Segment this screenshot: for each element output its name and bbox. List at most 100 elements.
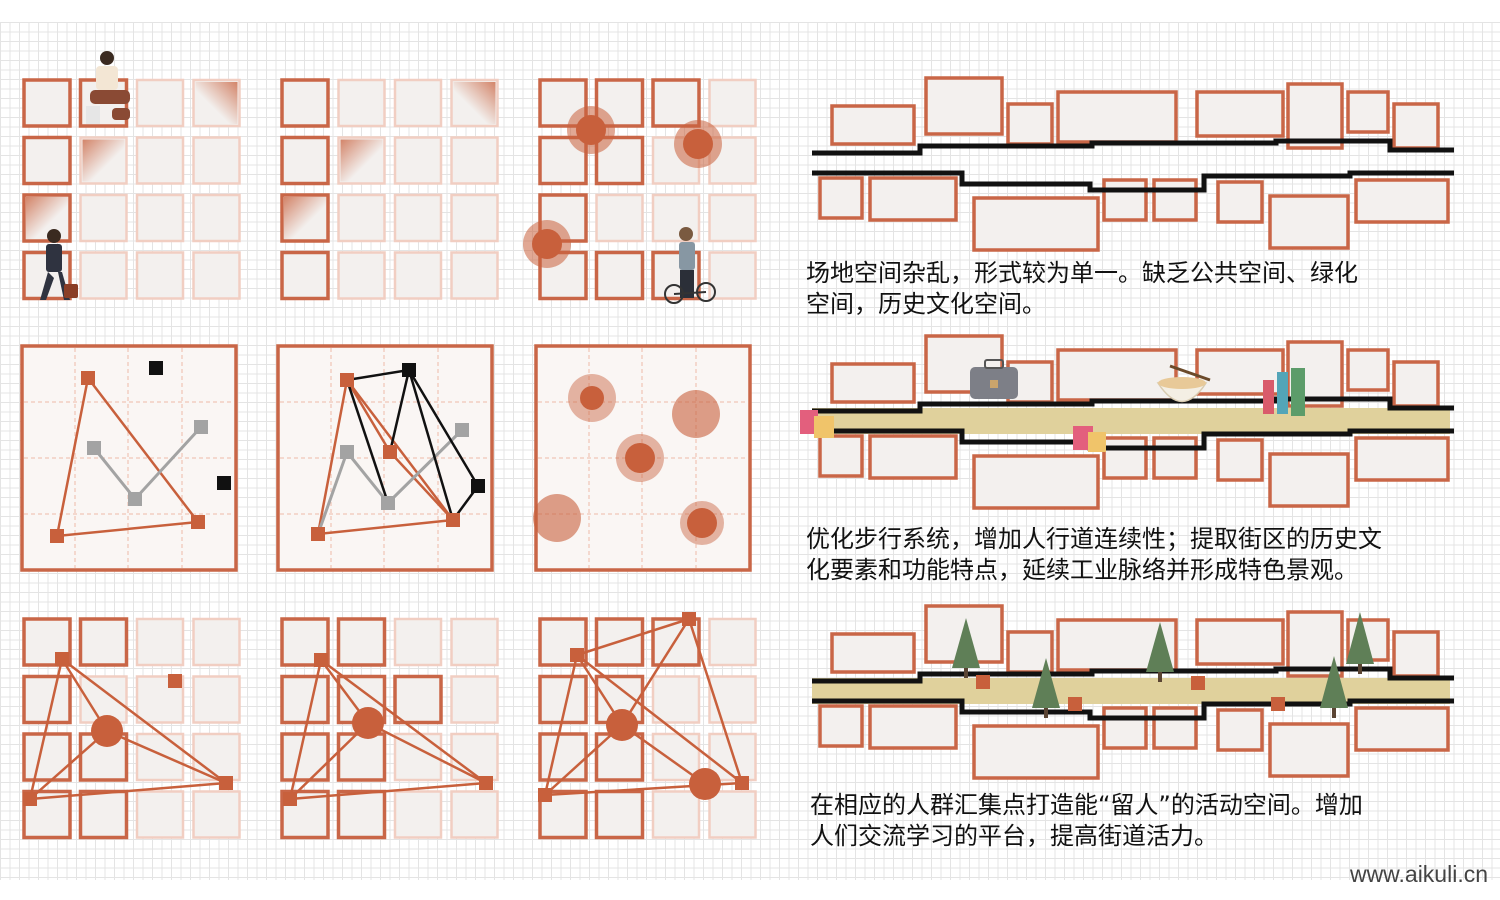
block-grid-panel <box>280 78 499 301</box>
connection-panel-3 <box>538 612 749 802</box>
activity-node <box>576 115 606 145</box>
city-block <box>450 251 499 300</box>
city-block <box>22 674 72 725</box>
building-block <box>924 76 1004 136</box>
building-block <box>1102 436 1148 480</box>
building-block <box>830 362 916 404</box>
city-block <box>708 675 757 724</box>
street-edge-north <box>812 138 1454 156</box>
person-with-bicycle-icon <box>664 227 716 304</box>
block-grid-panel <box>523 78 757 301</box>
city-block <box>337 78 386 128</box>
connection-panel-2 <box>283 653 493 806</box>
city-block <box>135 790 185 839</box>
street-edge-north <box>812 666 1454 684</box>
city-block <box>651 78 701 128</box>
city-block <box>336 789 387 840</box>
city-block <box>79 193 128 243</box>
city-block <box>135 78 185 128</box>
street-edge-south <box>812 170 1454 193</box>
building-block <box>1056 348 1178 402</box>
city-block <box>280 78 330 128</box>
city-block <box>79 251 128 300</box>
building-block <box>1195 90 1285 138</box>
city-block <box>280 250 330 301</box>
building-block <box>1152 706 1198 750</box>
city-block <box>135 617 185 667</box>
city-block <box>708 790 757 839</box>
city-block <box>708 617 757 667</box>
city-block <box>135 193 185 243</box>
building-block <box>1286 82 1344 150</box>
city-block <box>78 789 129 840</box>
shaded-block <box>195 82 238 124</box>
street-plans <box>812 76 1454 780</box>
building-block <box>1354 178 1450 224</box>
noodle-bowl-icon <box>1156 364 1211 403</box>
city-block <box>708 193 757 243</box>
building-block <box>1216 708 1264 752</box>
shaded-block <box>26 197 68 239</box>
building-block <box>868 704 958 750</box>
building-block <box>1268 722 1350 778</box>
building-block <box>1216 438 1264 482</box>
building-block <box>1346 90 1390 134</box>
building-block <box>1354 436 1450 482</box>
building-block <box>1392 102 1440 150</box>
city-block <box>594 250 645 301</box>
network-panel-1 <box>50 361 231 543</box>
city-block <box>22 78 72 128</box>
pine-tree-icon <box>952 612 1374 718</box>
building-block <box>1102 706 1148 750</box>
street-plan-2 <box>812 334 1454 510</box>
city-block <box>280 732 330 782</box>
building-block <box>818 176 864 220</box>
building-block <box>830 104 916 146</box>
city-block <box>393 251 443 300</box>
building-block <box>1268 452 1350 508</box>
building-block <box>868 176 958 222</box>
building-block <box>1392 630 1440 678</box>
city-block <box>450 790 499 839</box>
building-block <box>972 724 1100 780</box>
street-plan-1 <box>812 76 1454 252</box>
building-block <box>1268 194 1350 250</box>
building-block <box>818 704 864 748</box>
watermark: www.aikuli.cn <box>1349 861 1488 887</box>
shaded-block <box>82 139 125 182</box>
city-block <box>393 78 443 128</box>
network-panel-2 <box>311 363 485 541</box>
block-grid-panel <box>280 617 499 840</box>
building-block <box>1195 618 1285 666</box>
city-block <box>280 674 330 725</box>
building-block <box>1006 102 1054 146</box>
city-block <box>78 617 129 667</box>
building-block <box>1152 178 1198 222</box>
city-block <box>450 193 499 243</box>
building-block <box>1102 178 1148 222</box>
building-block <box>972 196 1100 252</box>
city-block <box>192 136 241 185</box>
city-block <box>135 251 185 300</box>
building-block <box>818 434 864 478</box>
briefcase-icon <box>970 359 1018 399</box>
shaded-block <box>453 82 496 124</box>
building-block <box>1152 436 1198 480</box>
city-block <box>192 193 241 243</box>
seat-square-icon <box>976 675 1285 711</box>
building-block <box>1216 180 1264 224</box>
city-block <box>450 732 499 782</box>
city-block <box>393 790 443 839</box>
city-block <box>393 136 443 185</box>
city-block <box>594 789 645 840</box>
city-block <box>450 136 499 185</box>
activity-node <box>532 229 562 259</box>
street-edge-south <box>812 428 1454 451</box>
connection-panel-1 <box>23 652 233 806</box>
city-block <box>22 135 72 186</box>
city-block <box>192 617 241 667</box>
street-edge-south <box>812 698 1454 721</box>
city-block <box>708 136 757 185</box>
city-block <box>651 790 701 839</box>
city-block <box>192 675 241 724</box>
